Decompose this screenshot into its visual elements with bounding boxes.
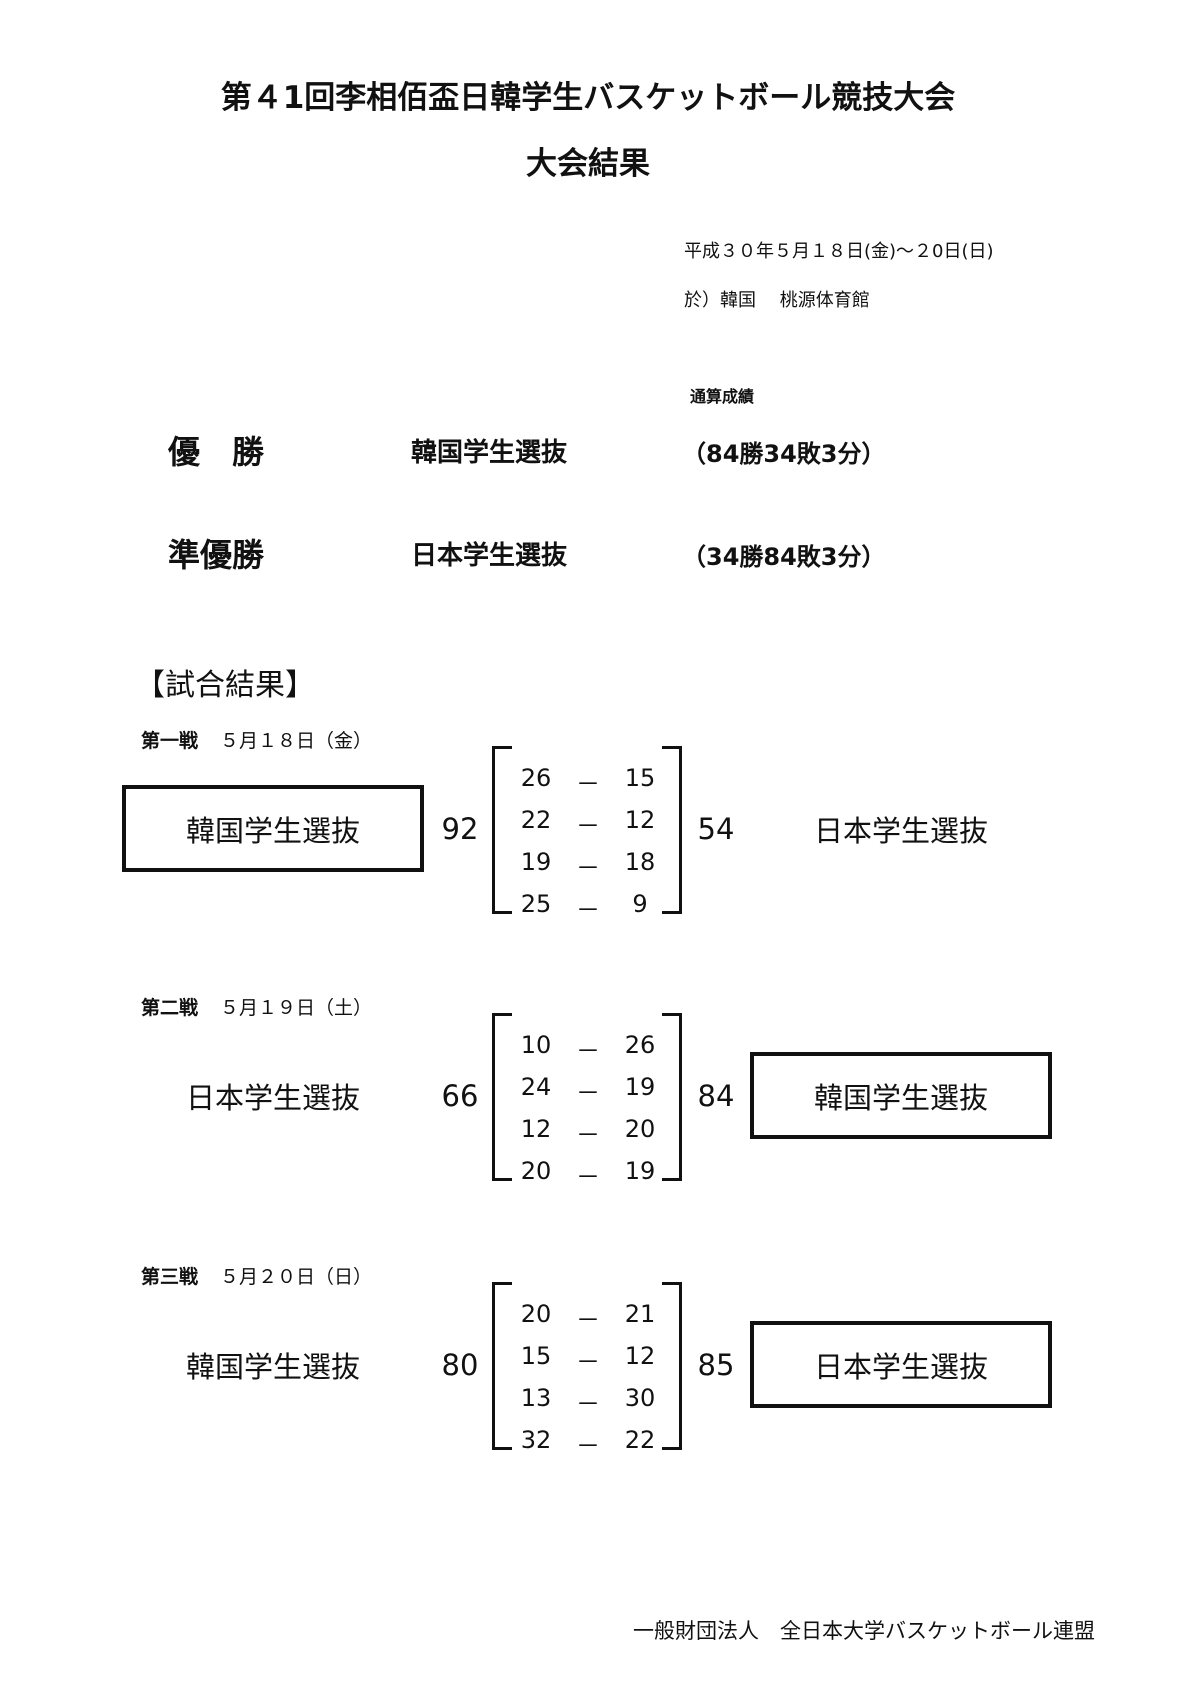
right-quarter-score: 22 — [624, 1426, 656, 1454]
right-team: 韓国学生選抜 — [750, 1052, 1052, 1139]
right-quarter-score: 20 — [624, 1115, 656, 1143]
right-quarter-score: 12 — [624, 806, 656, 834]
right-bracket — [662, 1282, 682, 1450]
right-quarter-score: 9 — [632, 890, 648, 918]
score-dash: － — [576, 1432, 600, 1460]
score-dash: － — [576, 1306, 600, 1334]
score-dash: － — [576, 1348, 600, 1376]
quarter-score: 12 － 20 — [510, 1115, 670, 1149]
game-label: 第一戦 ５月１８日（金） — [141, 726, 372, 753]
quarter-score: 20 － 21 — [510, 1300, 670, 1334]
right-bracket — [662, 746, 682, 914]
score-dash: － — [576, 1121, 600, 1149]
quarter-score: 19 － 18 — [510, 848, 670, 882]
right-quarter-score: 19 — [624, 1157, 656, 1185]
quarter-score: 25 － 9 — [510, 890, 670, 924]
event-dates: 平成３０年５月１８日(金)～２0日(日) — [684, 241, 994, 262]
score-dash: － — [576, 770, 600, 798]
runner-up-record: （34勝84敗3分） — [682, 543, 886, 571]
score-dash: － — [576, 896, 600, 924]
right-bracket — [662, 1013, 682, 1181]
left-total: 66 — [441, 1079, 479, 1113]
left-quarter-score: 12 — [520, 1115, 552, 1143]
footer-organization: 一般財団法人 全日本大学バスケットボール連盟 — [633, 1619, 1095, 1643]
right-quarter-score: 15 — [624, 764, 656, 792]
right-total: 85 — [697, 1348, 735, 1382]
game-date: ５月２０日（日） — [220, 1266, 373, 1288]
event-venue: 於）韓国 桃源体育館 — [684, 290, 870, 311]
right-quarter-score: 26 — [624, 1031, 656, 1059]
left-bracket — [492, 1282, 512, 1450]
left-quarter-score: 19 — [520, 848, 552, 876]
quarter-score: 22 － 12 — [510, 806, 670, 840]
results-heading: 【試合結果】 — [135, 668, 315, 703]
left-quarter-score: 32 — [520, 1426, 552, 1454]
game-label: 第三戦 ５月２０日（日） — [141, 1262, 372, 1289]
left-quarter-score: 10 — [520, 1031, 552, 1059]
left-quarter-score: 20 — [520, 1157, 552, 1185]
right-quarter-score: 18 — [624, 848, 656, 876]
left-quarter-score: 25 — [520, 890, 552, 918]
right-quarter-score: 19 — [624, 1073, 656, 1101]
runner-up-label: 準優勝 — [168, 536, 265, 574]
right-quarter-score: 12 — [624, 1342, 656, 1370]
left-bracket — [492, 746, 512, 914]
quarter-score: 10 － 26 — [510, 1031, 670, 1065]
score-dash: － — [576, 1390, 600, 1418]
game-date: ５月１９日（土） — [220, 997, 373, 1019]
left-team: 韓国学生選抜 — [185, 1349, 360, 1384]
left-quarter-score: 15 — [520, 1342, 552, 1370]
left-bracket — [492, 1013, 512, 1181]
document-subtitle: 大会結果 — [526, 146, 650, 182]
left-team: 韓国学生選抜 — [122, 785, 424, 872]
left-quarter-score: 26 — [520, 764, 552, 792]
quarter-score: 13 － 30 — [510, 1384, 670, 1418]
left-quarter-score: 22 — [520, 806, 552, 834]
champion-label: 優 勝 — [168, 433, 265, 471]
game-number: 第一戦 — [141, 730, 199, 752]
score-dash: － — [576, 1079, 600, 1107]
record-header: 通算成績 — [690, 387, 755, 406]
game-number: 第二戦 — [141, 997, 199, 1019]
score-dash: － — [576, 812, 600, 840]
left-quarter-score: 24 — [520, 1073, 552, 1101]
quarter-score: 24 － 19 — [510, 1073, 670, 1107]
game-label: 第二戦 ５月１９日（土） — [141, 993, 372, 1020]
score-dash: － — [576, 854, 600, 882]
right-quarter-score: 30 — [624, 1384, 656, 1412]
quarter-score: 20 － 19 — [510, 1157, 670, 1191]
right-total: 54 — [697, 812, 735, 846]
champion-team: 韓国学生選抜 — [411, 438, 568, 468]
runner-up-team: 日本学生選抜 — [411, 541, 568, 571]
quarter-score: 32 － 22 — [510, 1426, 670, 1460]
document-title: 第４1回李相佰盃日韓学生バスケットボール競技大会 — [220, 80, 956, 116]
score-dash: － — [576, 1163, 600, 1191]
quarter-score: 15 － 12 — [510, 1342, 670, 1376]
game-date: ５月１８日（金） — [220, 730, 373, 752]
left-total: 92 — [441, 812, 479, 846]
score-dash: － — [576, 1037, 600, 1065]
left-team: 日本学生選抜 — [185, 1080, 360, 1115]
left-quarter-score: 13 — [520, 1384, 552, 1412]
left-total: 80 — [441, 1348, 479, 1382]
right-team: 日本学生選抜 — [813, 813, 988, 848]
left-quarter-score: 20 — [520, 1300, 552, 1328]
quarter-score: 26 － 15 — [510, 764, 670, 798]
champion-record: （84勝34敗3分） — [682, 440, 886, 468]
game-number: 第三戦 — [141, 1266, 199, 1288]
right-quarter-score: 21 — [624, 1300, 656, 1328]
right-total: 84 — [697, 1079, 735, 1113]
right-team: 日本学生選抜 — [750, 1321, 1052, 1408]
